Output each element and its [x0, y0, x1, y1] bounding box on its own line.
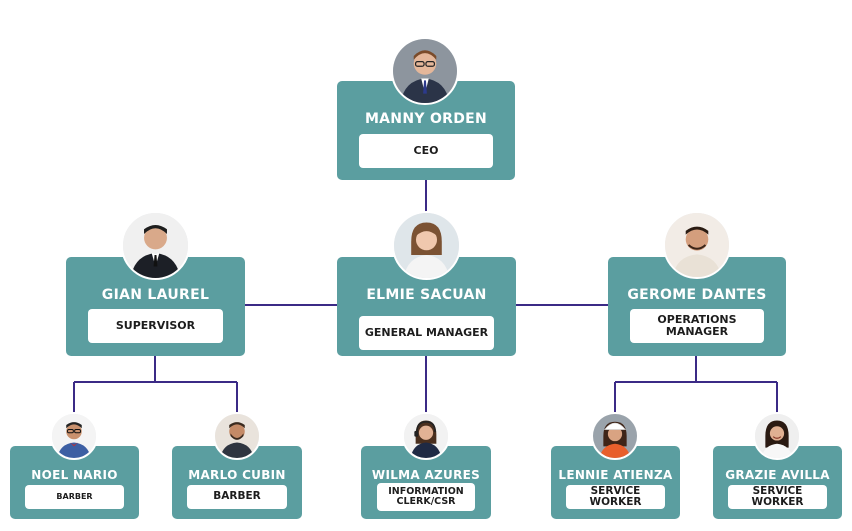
avatar-barber-1 — [50, 412, 98, 460]
avatar-info-clerk — [402, 412, 450, 460]
node-role: SERVICE WORKER — [728, 485, 827, 509]
node-name: ELMIE SACUAN — [366, 287, 487, 303]
avatar-supervisor — [121, 211, 190, 280]
org-node-info-clerk: WILMA AZURES INFORMATION CLERK/CSR — [361, 446, 491, 519]
node-role: OPERATIONS MANAGER — [630, 309, 764, 343]
org-node-barber-1: NOEL NARIO BARBER — [10, 446, 139, 519]
node-name: MARLO CUBIN — [188, 468, 286, 482]
org-node-operations-manager: GEROME DANTES OPERATIONS MANAGER — [608, 257, 786, 356]
node-name: GRAZIE AVILLA — [725, 468, 830, 482]
node-name: LENNIE ATIENZA — [558, 468, 673, 482]
avatar-general-manager — [392, 211, 461, 280]
node-role: BARBER — [25, 485, 124, 509]
node-name: WILMA AZURES — [371, 468, 481, 482]
org-node-ceo: MANNY ORDEN CEO — [337, 81, 515, 180]
org-node-service-worker-2: GRAZIE AVILLA SERVICE WORKER — [713, 446, 842, 519]
org-node-service-worker-1: LENNIE ATIENZA SERVICE WORKER — [551, 446, 680, 519]
avatar-ceo — [391, 37, 459, 105]
node-role: INFORMATION CLERK/CSR — [377, 483, 475, 511]
node-name: MANNY ORDEN — [364, 111, 488, 127]
node-name: GIAN LAUREL — [101, 287, 210, 303]
node-name: NOEL NARIO — [31, 468, 118, 482]
node-role: SERVICE WORKER — [566, 485, 665, 509]
node-role: BARBER — [187, 485, 287, 509]
node-role: CEO — [359, 134, 493, 168]
avatar-service-worker-2 — [753, 412, 801, 460]
avatar-service-worker-1 — [591, 412, 639, 460]
node-role: GENERAL MANAGER — [359, 316, 494, 350]
node-role: SUPERVISOR — [88, 309, 223, 343]
node-name: GEROME DANTES — [627, 287, 767, 303]
avatar-operations-manager — [663, 211, 731, 279]
avatar-barber-2 — [213, 412, 261, 460]
